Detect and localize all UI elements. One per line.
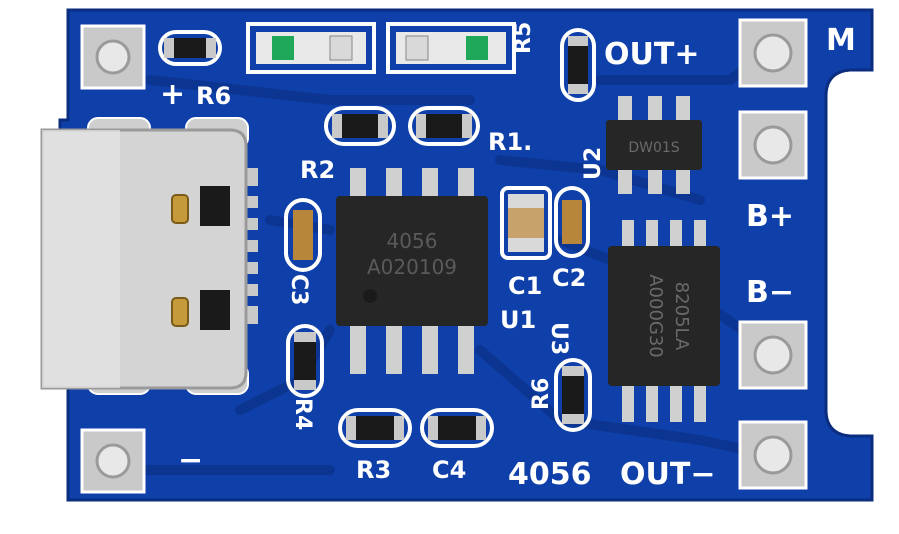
label-r1: R1.	[488, 128, 532, 156]
pad-out-plus	[738, 18, 808, 88]
label-u2: U2	[581, 147, 606, 180]
resistor-r2	[324, 106, 396, 146]
ic-u2: DW01S	[606, 96, 702, 194]
label-plus: +	[160, 77, 185, 112]
capacitor-c3	[284, 198, 322, 272]
label-c2: C2	[552, 264, 586, 292]
label-r2: R2	[300, 156, 335, 184]
label-out-plus: OUT+	[604, 37, 699, 72]
ic-pin	[458, 322, 474, 374]
resistor-r6	[158, 30, 222, 66]
label-m: M	[826, 23, 856, 58]
label-r4: R4	[290, 398, 315, 430]
silkscreen: OUT+ M B+ B− OUT− 4056 + − R6 R1. R2 R3 …	[160, 22, 856, 492]
ic-pin	[458, 168, 474, 198]
ic-pin	[422, 168, 438, 198]
ic-pin	[386, 168, 402, 198]
led-blue	[386, 22, 516, 74]
ic-u2-marking: DW01S	[628, 140, 679, 156]
ic-pin	[386, 322, 402, 374]
ic-u1-line2: A020109	[367, 255, 457, 279]
resistor-r3	[338, 408, 412, 448]
resistor-r5	[560, 28, 596, 102]
ic-pin	[350, 168, 366, 198]
label-c3: C3	[286, 274, 311, 305]
pad-out-minus	[738, 420, 808, 490]
resistor-r1	[408, 106, 480, 146]
label-r6: R6	[196, 82, 231, 110]
usb-c-connector	[40, 117, 258, 395]
ic-u1: 4056 A020109	[336, 168, 488, 374]
ic-u3-line2: A000G30	[645, 274, 666, 358]
resistor-r4	[286, 324, 324, 398]
resistor-r6-lower	[554, 358, 592, 432]
label-b-minus: B−	[746, 275, 794, 310]
label-c1: C1	[508, 272, 542, 300]
label-minus: −	[178, 443, 203, 478]
capacitor-c2	[554, 186, 590, 258]
capacitor-c1	[500, 186, 552, 260]
ic-pin	[350, 322, 366, 374]
label-r5: R5	[511, 22, 536, 54]
ic-u3-line1: 8205LA	[671, 282, 692, 351]
capacitor-c4	[420, 408, 494, 448]
label-r3: R3	[356, 456, 391, 484]
ic-pin	[422, 322, 438, 374]
label-board-name: 4056	[508, 457, 592, 492]
pad-b-minus	[738, 320, 808, 390]
pad-bottom-left	[80, 428, 146, 494]
label-r6-lower: R6	[529, 378, 554, 410]
label-b-plus: B+	[746, 199, 794, 234]
label-u3: U3	[546, 322, 571, 355]
led-red	[246, 22, 376, 74]
pad-top-left	[80, 24, 146, 90]
ic-u3: 8205LA A000G30	[608, 220, 720, 422]
label-c4: C4	[432, 456, 466, 484]
pad-b-plus	[738, 110, 808, 180]
ic-u1-line1: 4056	[387, 229, 438, 253]
label-u1: U1	[500, 306, 536, 334]
label-out-minus: OUT−	[620, 457, 715, 492]
